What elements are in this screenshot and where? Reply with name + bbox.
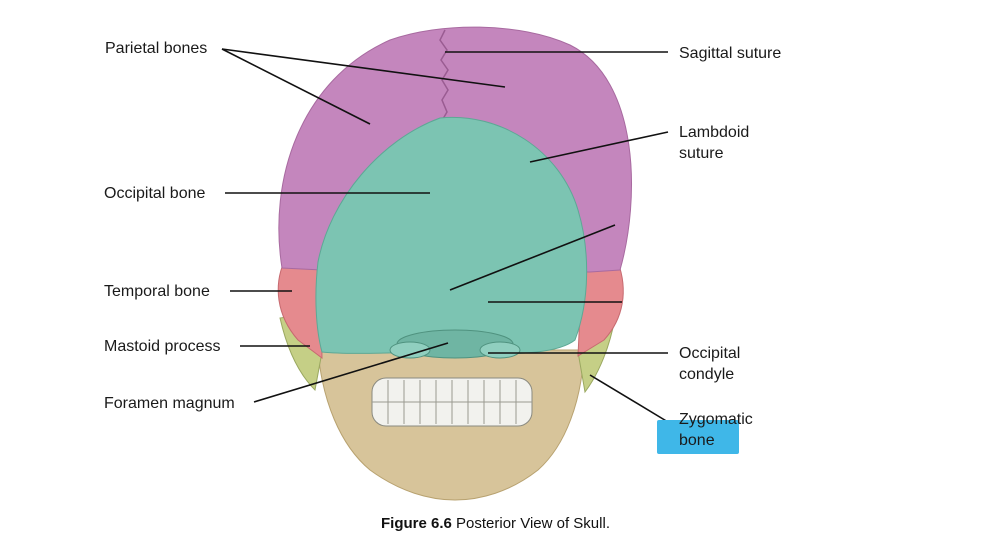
caption-text: Posterior View of Skull. [451, 515, 610, 532]
label-occipital-bone: Occipital bone [104, 185, 206, 202]
label-zygomatic-bone: Zygomatic bone [679, 411, 753, 449]
temporal-right [577, 261, 624, 357]
label-parietal-bones: Parietal bones [105, 40, 208, 57]
leader-extra-1 [449, 224, 616, 291]
occipital-condyle-left [389, 341, 431, 359]
leader-foramen [253, 342, 449, 403]
label-foramen-magnum: Foramen magnum [104, 395, 235, 412]
figure-caption: Figure 6.6 Posterior View of Skull. [0, 515, 991, 532]
zygomatic-highlight [657, 420, 739, 454]
label-mastoid-process: Mastoid process [104, 338, 221, 355]
leader-parietal-2 [221, 48, 506, 88]
leader-zygomatic [589, 374, 669, 423]
label-sagittal-suture: Sagittal suture [679, 45, 782, 62]
occipital-region [315, 116, 588, 354]
leader-lambdoid [529, 131, 669, 163]
label-lambdoid-suture: Lambdoid suture [679, 124, 750, 162]
mastoid-left [279, 314, 323, 392]
sagittal-suture-line [439, 29, 449, 125]
temporal-left [277, 261, 323, 360]
leader-parietal-1 [221, 48, 371, 125]
occipital-condyle-right [479, 341, 521, 359]
caption-figure-number: Figure 6.6 [381, 515, 452, 532]
label-temporal-bone: Temporal bone [104, 283, 210, 300]
label-occipital-condyle: Occipital condyle [679, 345, 741, 383]
